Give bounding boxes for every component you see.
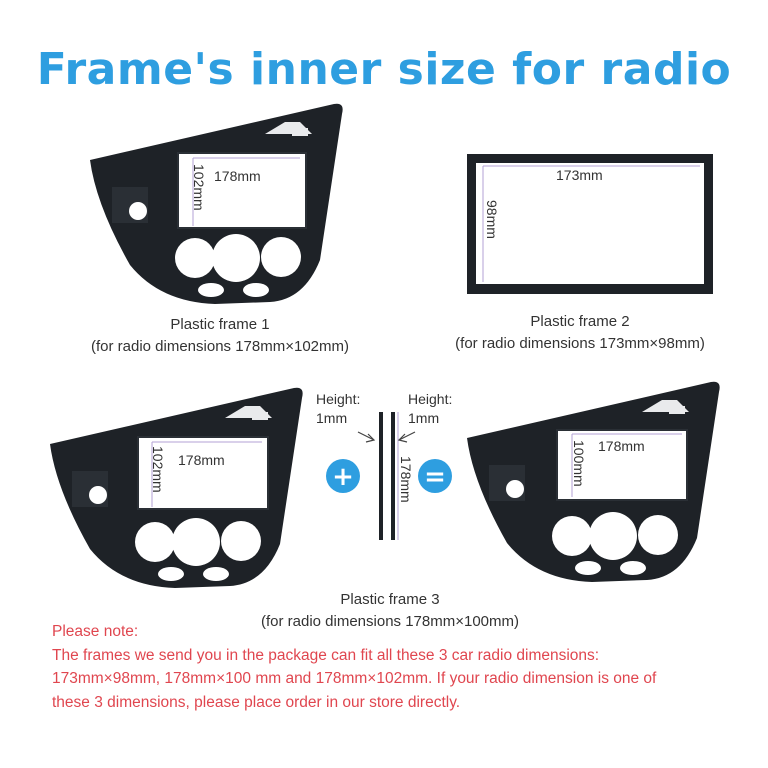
equals-symbol: = bbox=[424, 462, 446, 492]
frame2-height-label: 98mm bbox=[484, 200, 500, 239]
note-line-2: 173mm×98mm, 178mm×100 mm and 178mm×102mm… bbox=[52, 670, 657, 687]
equals-badge bbox=[418, 459, 452, 493]
frame2-caption: Plastic frame 2 (for radio dimensions 17… bbox=[405, 311, 755, 355]
strip-length-label: 178mm bbox=[398, 456, 414, 503]
plus-symbol: + bbox=[332, 462, 354, 492]
strip-right-label-line1: Height: bbox=[408, 391, 452, 407]
note-heading: Please note: bbox=[52, 623, 139, 640]
frame3-left-width-label: 178mm bbox=[178, 452, 225, 468]
frame3-caption: Plastic frame 3 (for radio dimensions 17… bbox=[210, 589, 570, 633]
order-note: Please note: The frames we send you in t… bbox=[52, 620, 752, 714]
plastic-frame-3-left-image: 178mm 102mm bbox=[50, 387, 303, 588]
frame3-left-height-label: 102mm bbox=[150, 446, 166, 493]
frame3-caption-title: Plastic frame 3 bbox=[340, 591, 440, 608]
shim-strips: 178mm bbox=[357, 412, 416, 540]
frame3-caption-dimensions: (for radio dimensions 178mm×100mm) bbox=[260, 613, 520, 630]
plastic-frame-2-image: 173mm 98mm bbox=[467, 154, 713, 294]
page-title: Frame's inner size for radio bbox=[36, 44, 732, 95]
frame2-caption-title: Plastic frame 2 bbox=[530, 313, 630, 330]
strip-right-label-line2: 1mm bbox=[408, 410, 439, 426]
frame3-right-width-label: 178mm bbox=[598, 438, 645, 454]
strip-left-label-line2: 1mm bbox=[316, 410, 347, 426]
frame1-caption-title: Plastic frame 1 bbox=[170, 316, 270, 333]
frame1-width-label: 178mm bbox=[214, 168, 261, 184]
frame1-height-label: 102mm bbox=[191, 164, 207, 211]
note-line-1: The frames we send you in the package ca… bbox=[52, 646, 600, 664]
strip-left-label-line1: Height: bbox=[316, 391, 360, 407]
frame1-caption-dimensions: (for radio dimensions 178mm×102mm) bbox=[90, 338, 350, 355]
frame2-width-label: 173mm bbox=[556, 167, 603, 183]
plus-badge bbox=[326, 459, 360, 493]
note-line-3: these 3 dimensions, please place order i… bbox=[52, 693, 461, 711]
plastic-frame-1-image: 178mm 102mm bbox=[90, 103, 343, 304]
frame1-caption: Plastic frame 1 (for radio dimensions 17… bbox=[40, 314, 400, 358]
plastic-frame-3-right-image: 178mm 100mm bbox=[467, 381, 720, 582]
frame2-caption-dimensions: (for radio dimensions 173mm×98mm) bbox=[455, 335, 705, 352]
frame3-right-height-label: 100mm bbox=[571, 440, 587, 487]
